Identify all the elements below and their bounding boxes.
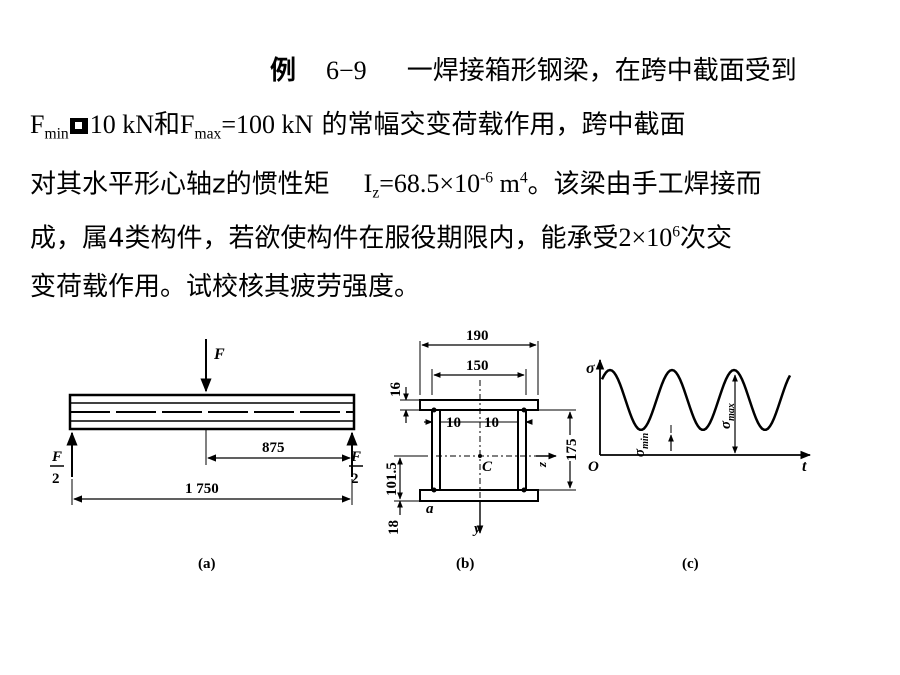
- fmax-value: =100 kN: [221, 110, 314, 139]
- problem-line-3-head: 对其水平形心轴z的惯性矩: [30, 169, 330, 200]
- figure-c-caption: (c): [682, 556, 699, 572]
- span-dimension: 1 750: [185, 481, 219, 497]
- figure-b-cross-section: 190 150 16 10 10 y z C a 175 101.5: [384, 328, 580, 572]
- sigma-min-label: σmin: [632, 432, 651, 457]
- figure-b-caption: (b): [456, 556, 474, 572]
- example-number: 6−9: [326, 56, 367, 85]
- fmin-value: 10 kN和: [89, 110, 181, 139]
- bottom-flange-dimension: 18: [386, 520, 402, 535]
- problem-line-4-tail: 次交: [680, 223, 733, 254]
- sigma-max-label: σmax: [718, 403, 737, 429]
- unknown-glyph-icon: [69, 118, 88, 134]
- top-flange-dimension: 16: [388, 382, 404, 398]
- point-a-label: a: [426, 501, 434, 517]
- time-axis-label: t: [802, 458, 807, 475]
- outer-width-dimension: 190: [466, 328, 489, 344]
- left-web-dimension: 10: [446, 415, 461, 431]
- beam-body: [68, 393, 356, 431]
- problem-intro: 一焊接箱形钢梁，在跨中截面受到: [406, 56, 797, 86]
- left-reaction-label: F 2: [50, 449, 64, 487]
- right-web-dimension: 10: [484, 415, 499, 431]
- example-heading: 例: [270, 56, 297, 86]
- sigma-axis-label: σ: [586, 360, 595, 377]
- half-span-dimension: 875: [262, 440, 285, 456]
- inner-width-dimension: 150: [466, 358, 489, 374]
- centroid-label: C: [482, 459, 493, 475]
- load-label: F: [213, 346, 225, 363]
- origin-label: O: [588, 459, 599, 475]
- figure-a-beam-diagram: F F 2 F 2 875 1 750 (a): [50, 339, 363, 572]
- svg-text:2: 2: [52, 471, 60, 487]
- cycles-expression: 2×106: [618, 223, 681, 253]
- problem-line-5: 变荷载作用。试校核其疲劳强度。: [30, 272, 421, 302]
- figure-a-caption: (a): [198, 556, 216, 572]
- right-reaction-label: F 2: [349, 449, 363, 487]
- height-dimension: 175: [564, 439, 580, 462]
- problem-line-2-tail: 的常幅交变荷载作用，跨中截面: [313, 110, 686, 140]
- problem-line-1: 例 6−9 一焊接箱形钢梁，在跨中截面受到: [270, 54, 797, 88]
- svg-text:F: F: [350, 449, 361, 465]
- centroid-distance-dimension: 101.5: [384, 462, 400, 496]
- iz-expression: Iz=68.5×10-6 m4: [363, 169, 528, 202]
- svg-text:2: 2: [351, 471, 359, 487]
- problem-line-2: Fmin 10 kN和Fmax=100 kN 的常幅交变荷载作用，跨中截面: [30, 108, 686, 151]
- problem-line-3: 对其水平形心轴z的惯性矩 Iz=68.5×10-6 m4。该梁由手工焊接而: [30, 162, 762, 211]
- problem-line-4-head: 成，属4类构件，若欲使构件在服役期限内，能承受: [30, 223, 619, 254]
- z-axis-label: z: [534, 461, 549, 468]
- problem-line-3-tail: 。该梁由手工焊接而: [527, 169, 762, 200]
- fmax-label: Fmax: [180, 110, 222, 143]
- fmin-label: Fmin: [30, 110, 69, 143]
- y-axis-label: y: [472, 521, 481, 537]
- problem-line-4: 成，属4类构件，若欲使构件在服役期限内，能承受2×106次交: [30, 216, 732, 255]
- box-section-outline: [419, 399, 539, 502]
- svg-text:F: F: [51, 449, 62, 465]
- figure-c-stress-time-graph: σ t O σmin σmax (c): [586, 358, 812, 572]
- stress-wave: [600, 368, 792, 432]
